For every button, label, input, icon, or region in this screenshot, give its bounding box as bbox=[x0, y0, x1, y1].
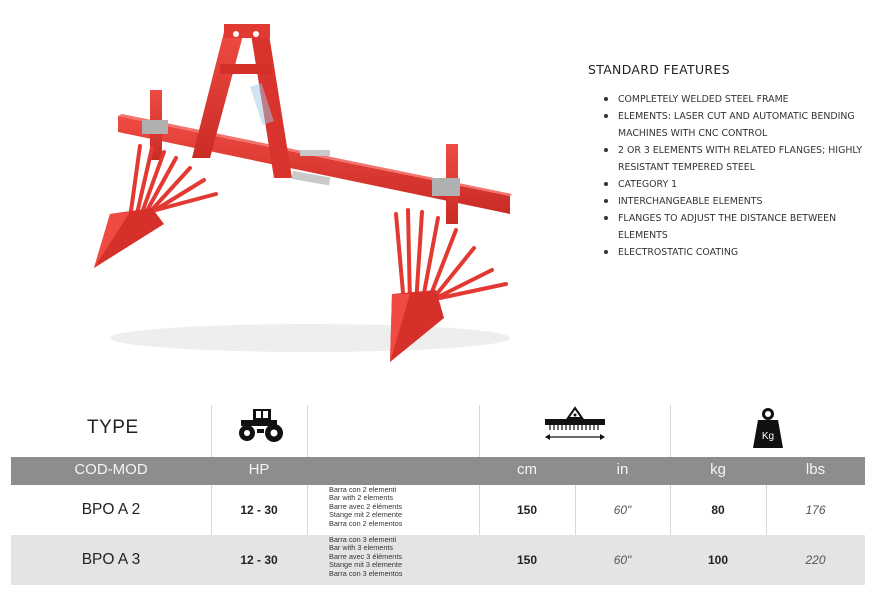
features-title: STANDARD FEATURES bbox=[588, 62, 730, 77]
col-lbs: lbs bbox=[805, 461, 826, 478]
hp-cell: 12 - 30 bbox=[240, 553, 278, 567]
table-header bbox=[11, 457, 865, 485]
col-kg: kg bbox=[710, 461, 726, 478]
hp-cell: 12 - 30 bbox=[240, 503, 278, 517]
col-hp: HP bbox=[248, 461, 270, 478]
lbs-cell: 176 bbox=[805, 503, 826, 517]
weight-icon-label: Kg bbox=[761, 431, 775, 442]
feature-item: ELECTROSTATIC COATING bbox=[588, 244, 868, 261]
feature-item: 2 OR 3 ELEMENTS WITH RELATED FLANGES; HI… bbox=[588, 142, 868, 176]
description-line: Barre avec 2 éléments bbox=[329, 501, 403, 511]
kg-cell: 80 bbox=[711, 503, 725, 517]
cm-cell: 150 bbox=[516, 503, 538, 517]
description-line: Bar with 3 elements bbox=[329, 543, 394, 553]
model-cell: BPO A 2 bbox=[81, 501, 141, 518]
in-cell: 60" bbox=[613, 553, 632, 567]
lbs-cell: 220 bbox=[805, 553, 826, 567]
type-label: TYPE bbox=[87, 417, 139, 438]
cm-cell: 150 bbox=[516, 553, 538, 567]
spec-table: TYPE Kg COD-MOD HP bbox=[11, 405, 865, 587]
description-line: Barra con 2 elementi bbox=[329, 485, 397, 494]
in-cell: 60" bbox=[613, 503, 632, 517]
product-image bbox=[94, 24, 512, 362]
description-line: Barre avec 3 éléments bbox=[329, 551, 403, 561]
tractor-icon bbox=[239, 409, 283, 442]
feature-item: COMPLETELY WELDED STEEL FRAME bbox=[588, 91, 868, 108]
description-line: Barra con 3 elementi bbox=[329, 535, 397, 544]
weight-icon: Kg bbox=[753, 408, 783, 448]
model-cell: BPO A 3 bbox=[81, 551, 141, 568]
kg-cell: 100 bbox=[707, 553, 729, 567]
description-line: Barra con 2 elementos bbox=[329, 518, 403, 528]
feature-item: CATEGORY 1 bbox=[588, 176, 868, 193]
description-line: Barra con 3 elementos bbox=[329, 568, 403, 578]
feature-item: FLANGES TO ADJUST THE DISTANCE BETWEEN E… bbox=[588, 210, 868, 244]
width-icon bbox=[545, 406, 605, 440]
col-in: in bbox=[616, 461, 629, 478]
feature-item: INTERCHANGEABLE ELEMENTS bbox=[588, 193, 868, 210]
description-line: Bar with 2 elements bbox=[329, 493, 394, 503]
col-model: COD-MOD bbox=[74, 461, 148, 478]
description-line: Stange mit 3 elemente bbox=[329, 560, 403, 570]
col-cm: cm bbox=[517, 461, 537, 478]
standard-features: STANDARD FEATURES COMPLETELY WELDED STEE… bbox=[588, 62, 868, 261]
feature-item: ELEMENTS: LASER CUT AND AUTOMATIC BENDIN… bbox=[588, 108, 868, 142]
description-line: Stange mit 2 elemente bbox=[329, 510, 403, 520]
